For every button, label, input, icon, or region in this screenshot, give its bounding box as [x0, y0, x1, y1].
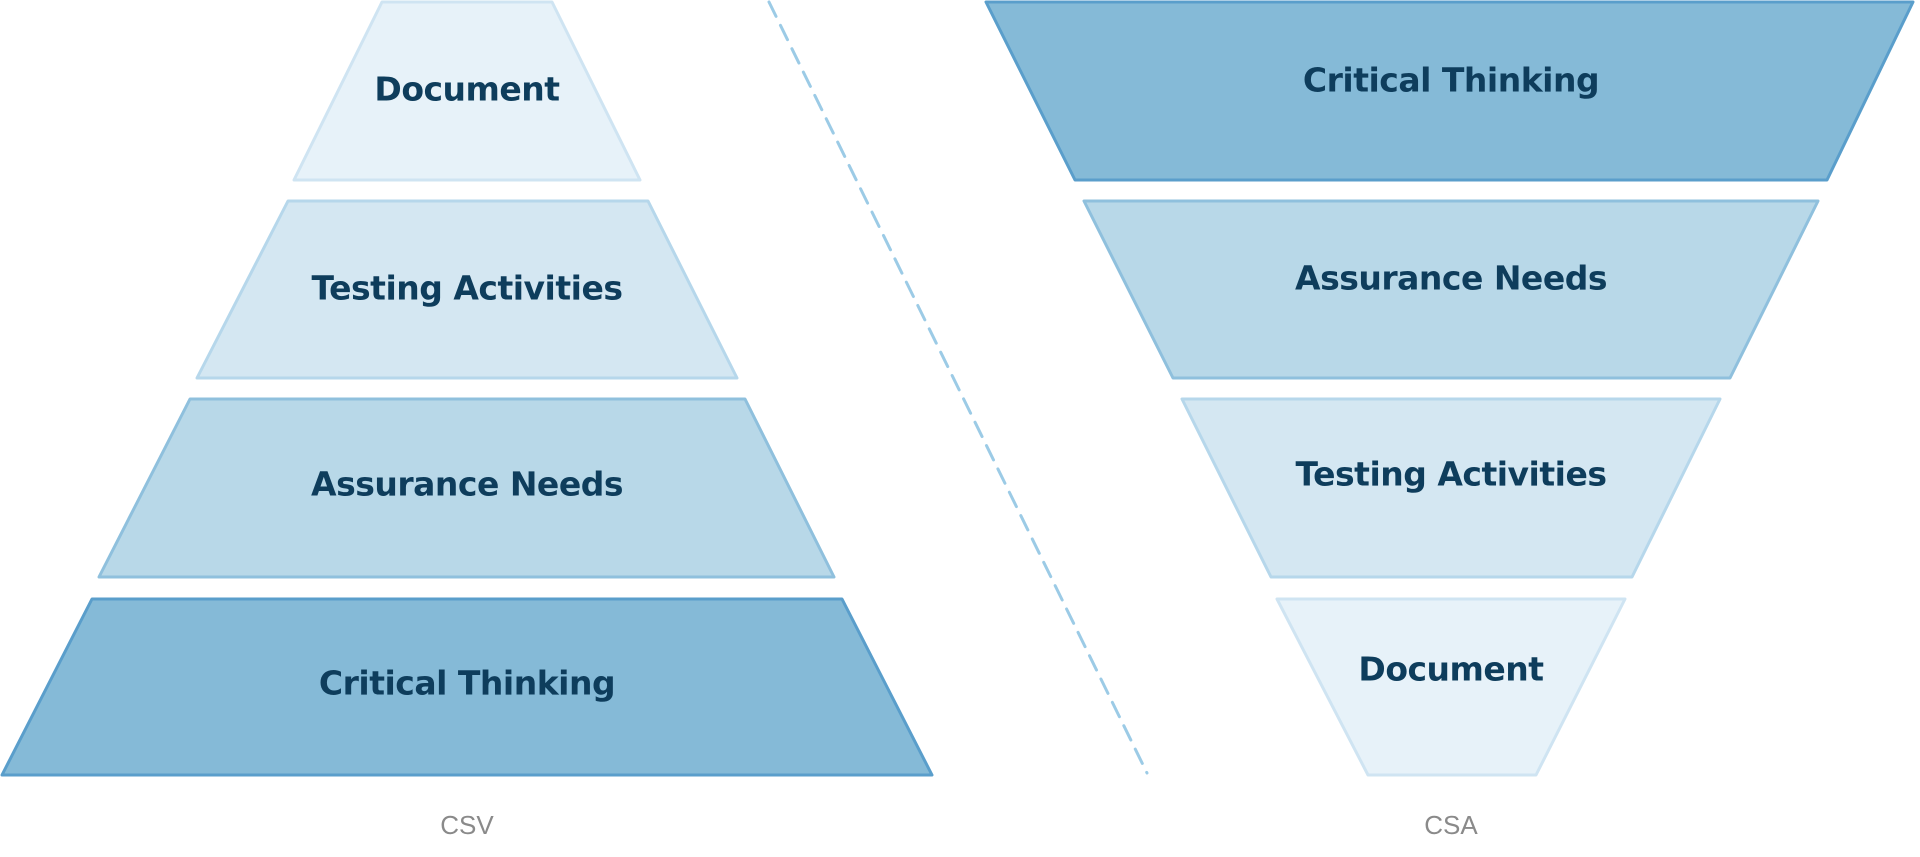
pyramid-level-4-label: Critical Thinking	[319, 664, 615, 703]
pyramid-level-1	[292, 0, 642, 182]
divider-dashed-line	[767, 0, 1149, 775]
funnel-level-3-label: Testing Activities	[1296, 455, 1607, 494]
pyramid-level-4	[0, 597, 934, 777]
csv-pyramid: Document Testing Activities Assurance Ne…	[0, 0, 934, 840]
pyramid-level-1-label: Document	[374, 70, 560, 109]
funnel-caption: CSA	[1424, 810, 1478, 840]
pyramid-level-3	[97, 397, 836, 579]
pyramid-level-2	[195, 199, 739, 380]
funnel-level-1-label: Critical Thinking	[1303, 61, 1599, 100]
pyramid-caption: CSV	[440, 810, 494, 840]
funnel-level-1	[984, 0, 1915, 182]
funnel-level-4-label: Document	[1358, 650, 1544, 689]
funnel-level-4	[1275, 597, 1627, 777]
funnel-level-3	[1180, 397, 1722, 579]
pyramid-level-3-label: Assurance Needs	[311, 465, 623, 504]
funnel-level-2	[1082, 199, 1820, 380]
pyramid-level-2-label: Testing Activities	[312, 269, 623, 308]
funnel-level-2-label: Assurance Needs	[1295, 259, 1607, 298]
csa-funnel: Critical Thinking Assurance Needs Testin…	[984, 0, 1915, 840]
